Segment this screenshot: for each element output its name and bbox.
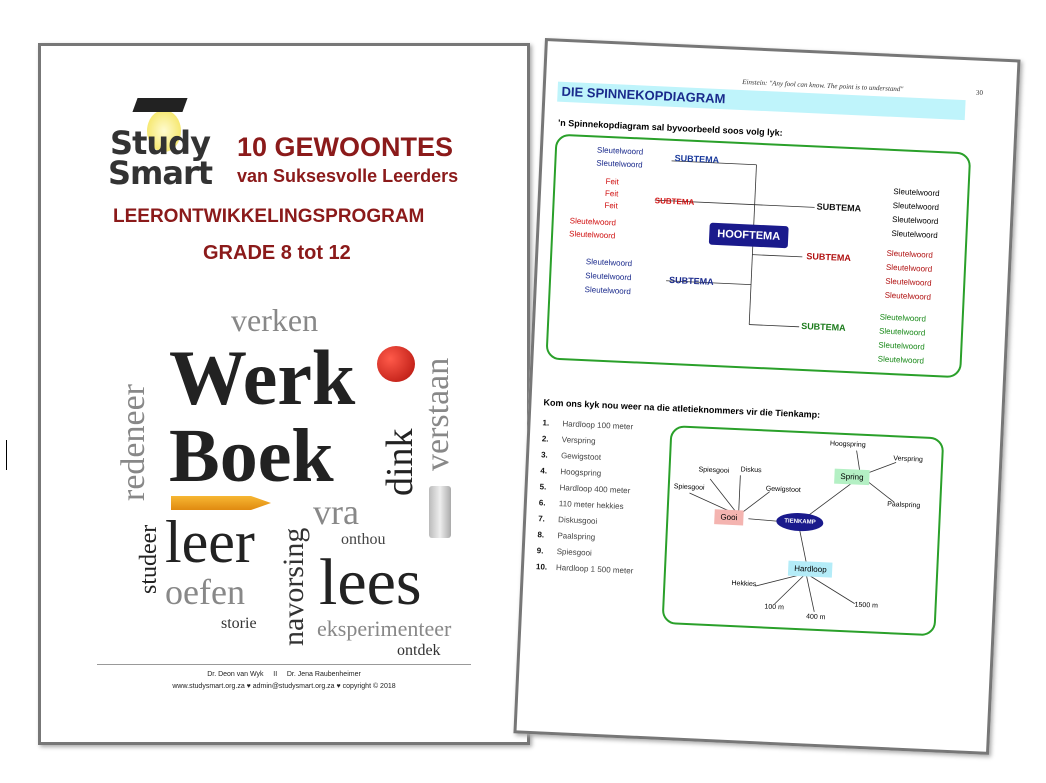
- cover-program: LEERONTWIKKELINGSPROGRAM: [113, 206, 425, 227]
- event-item: 10.Hardloop 1 500 meter: [535, 562, 634, 576]
- text-cursor: [6, 440, 7, 470]
- word: verstaan: [419, 357, 456, 471]
- pencil-icon: [171, 496, 271, 510]
- word: leer: [165, 509, 255, 575]
- subtema-4: SUBTEMA: [806, 251, 852, 264]
- cover-title: 10 GEWOONTES: [237, 132, 454, 162]
- map-item: 400 m: [805, 613, 826, 622]
- word: oefen: [165, 572, 245, 612]
- cover-grades: GRADE 8 tot 12: [203, 242, 351, 264]
- map-item: Spiesgooi: [673, 483, 705, 492]
- authors: Dr. Deon van Wyk II Dr. Jena Raubenheime…: [207, 671, 361, 678]
- word: dink: [379, 428, 421, 496]
- subtema-3: SUBTEMA: [816, 201, 862, 214]
- contact-line: www.studysmart.org.za ♥ admin@studysmart…: [172, 683, 396, 690]
- word: ontdek: [397, 642, 441, 659]
- page-number: 30: [975, 88, 984, 97]
- hardloop-node: Hardloop: [787, 560, 833, 578]
- subtema-1: SUBTEMA: [674, 153, 720, 166]
- word: navorsing: [277, 527, 310, 646]
- word: storie: [221, 615, 257, 632]
- map-item: Paalspring: [887, 501, 921, 510]
- subtema-6: SUBTEMA: [800, 320, 846, 333]
- word: eksperimenteer: [317, 616, 452, 641]
- word: onthou: [341, 531, 386, 548]
- spider-lines: [654, 160, 815, 328]
- word: studeer: [136, 524, 162, 594]
- workbook-page: Einstein: "Any fool can know. The point …: [513, 38, 1021, 755]
- apple-icon: [377, 346, 415, 382]
- word: Boek: [169, 414, 334, 498]
- map-item: Hekkies: [731, 580, 757, 589]
- hooftema-node: HOOFTEMA: [708, 222, 789, 249]
- tienkamp-mindmap: TIENKAMP Gooi Spring Hardloop Spiesgooi …: [661, 425, 945, 637]
- word: verken: [231, 302, 319, 338]
- map-item: Diskus: [740, 466, 762, 475]
- word: redeneer: [115, 383, 152, 501]
- map-item: Verspring: [893, 455, 923, 464]
- map-item: 1500 m: [854, 601, 879, 610]
- word: lees: [319, 546, 422, 619]
- cover-footer: Dr. Deon van Wyk II Dr. Jena Raubenheime…: [97, 664, 471, 693]
- word: vra: [313, 492, 359, 532]
- word: Werk: [169, 334, 356, 421]
- subtema-2: SUBTEMA: [654, 196, 695, 207]
- map-item: Spiesgooi: [698, 466, 730, 475]
- spring-node: Spring: [834, 468, 870, 486]
- gooi-node: Gooi: [714, 509, 744, 526]
- highlighter-icon: [429, 486, 451, 538]
- map-item: 100 m: [764, 603, 785, 612]
- cover-subtitle: van Suksesvolle Leerders: [237, 166, 459, 186]
- subtema-5: SUBTEMA: [668, 274, 714, 287]
